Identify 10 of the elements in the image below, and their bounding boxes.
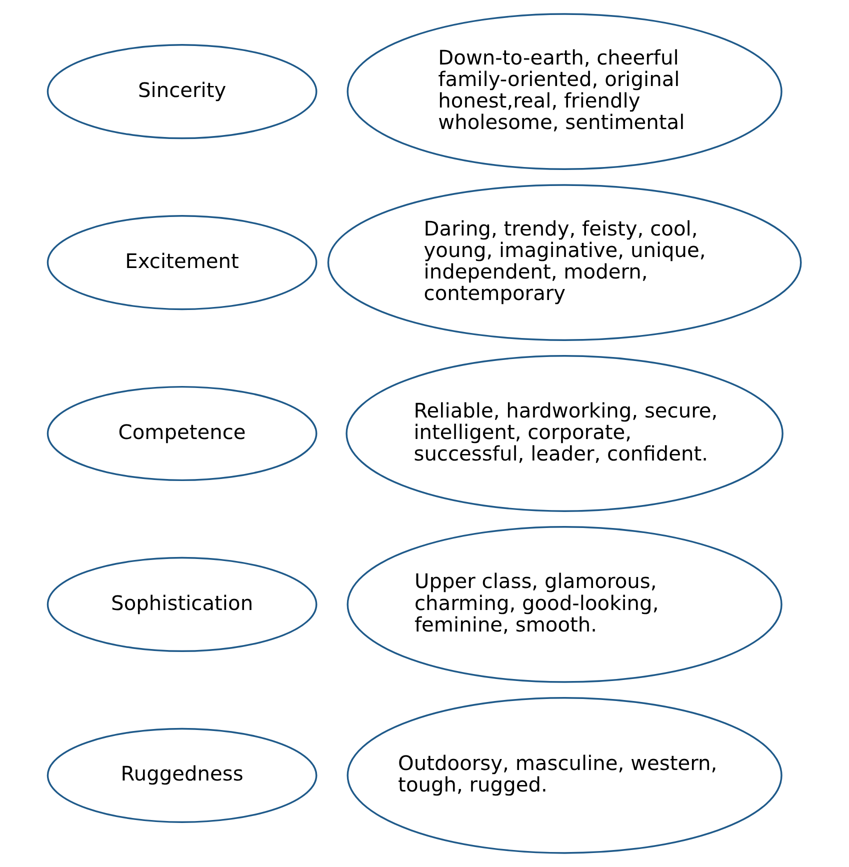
node-ellipse: Competence	[46, 386, 318, 482]
node-ellipse: Outdoorsy, masculine, western, tough, rugged.	[346, 696, 782, 854]
node-ellipse: Sophistication	[46, 556, 318, 652]
node-ellipse: Daring, trendy, feisty, cool, young, imaginative, unique, independent, modern, contemporary	[327, 184, 802, 341]
node-ellipse: Sincerity	[46, 44, 318, 140]
node-ellipse: Down-to-earth, cheerful family-oriented, original honest,real, friendly wholesome, sentimental	[346, 13, 782, 170]
node-ellipse: Ruggedness	[46, 728, 318, 823]
node-ellipse: Excitement	[46, 214, 318, 310]
node-ellipse: Reliable, hardworking, secure, intelligent, corporate, successful, leader, confident.	[346, 355, 784, 512]
node-ellipse: Upper class, glamorous, charming, good-looking, feminine, smooth.	[346, 526, 782, 683]
